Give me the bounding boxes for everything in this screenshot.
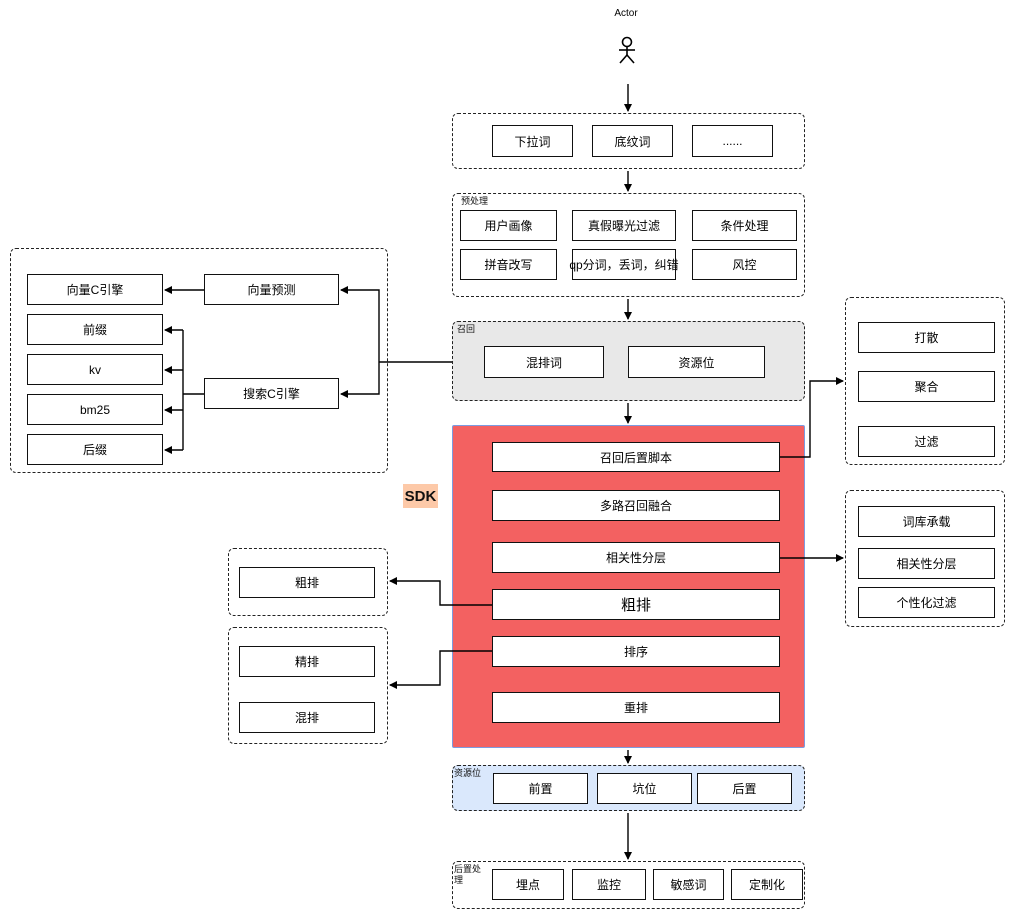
postprocess-group	[452, 861, 805, 909]
recall-title: 召回	[457, 324, 476, 334]
postprocess-sensitive-words[interactable]: 敏感词	[653, 869, 724, 900]
post-script-filter[interactable]: 过滤	[858, 426, 995, 457]
relevance-lexicon[interactable]: 词库承载	[858, 506, 995, 537]
sdk-rank[interactable]: 排序	[492, 636, 780, 667]
entry-more[interactable]: ......	[692, 125, 773, 157]
entry-dropdown-words[interactable]: 下拉词	[492, 125, 573, 157]
prefix-engine[interactable]: 前缀	[27, 314, 163, 345]
sdk-recall-post-script[interactable]: 召回后置脚本	[492, 442, 780, 472]
fine-rank-item[interactable]: 精排	[239, 646, 375, 677]
actor-icon	[615, 36, 639, 66]
preprocess-condition[interactable]: 条件处理	[692, 210, 797, 241]
postprocess-tracking[interactable]: 埋点	[492, 869, 564, 900]
entry-shading-words[interactable]: 底纹词	[592, 125, 673, 157]
vector-c-engine[interactable]: 向量C引擎	[27, 274, 163, 305]
recall-resource-slot[interactable]: 资源位	[628, 346, 765, 378]
preprocess-title: 预处理	[461, 196, 489, 206]
post-script-scatter[interactable]: 打散	[858, 322, 995, 353]
relevance-personal-filter[interactable]: 个性化过滤	[858, 587, 995, 618]
post-script-aggregate[interactable]: 聚合	[858, 371, 995, 402]
coarse-rank-group	[228, 548, 388, 616]
search-c-engine[interactable]: 搜索C引擎	[204, 378, 339, 409]
recall-mixed-words[interactable]: 混排词	[484, 346, 604, 378]
bm25-engine[interactable]: bm25	[27, 394, 163, 425]
postprocess-monitor[interactable]: 监控	[572, 869, 646, 900]
vector-predict[interactable]: 向量预测	[204, 274, 339, 305]
sdk-rerank[interactable]: 重排	[492, 692, 780, 723]
entry-group	[452, 113, 805, 169]
engine-group	[10, 248, 388, 473]
resource-slot[interactable]: 坑位	[597, 773, 692, 804]
postprocess-title: 后置处理	[454, 864, 482, 885]
sdk-label: SDK	[403, 484, 438, 508]
resource-front[interactable]: 前置	[493, 773, 588, 804]
resource-back[interactable]: 后置	[697, 773, 792, 804]
post-script-group	[845, 297, 1005, 465]
preprocess-risk-control[interactable]: 风控	[692, 249, 797, 280]
mixed-rank-item[interactable]: 混排	[239, 702, 375, 733]
postprocess-customize[interactable]: 定制化	[731, 869, 803, 900]
resource-title: 资源位	[454, 768, 482, 778]
preprocess-user-profile[interactable]: 用户画像	[460, 210, 557, 241]
preprocess-group	[452, 193, 805, 297]
suffix-engine[interactable]: 后缀	[27, 434, 163, 465]
sdk-coarse-rank[interactable]: 粗排	[492, 589, 780, 620]
relevance-group	[845, 490, 1005, 627]
sdk-multi-recall-fusion[interactable]: 多路召回融合	[492, 490, 780, 521]
preprocess-qp-segmentation[interactable]: qp分词，丢词，纠错	[569, 249, 679, 280]
coarse-rank-item[interactable]: 粗排	[239, 567, 375, 598]
preprocess-exposure-filter[interactable]: 真假曝光过滤	[572, 210, 676, 241]
relevance-layering[interactable]: 相关性分层	[858, 548, 995, 579]
rank-group	[228, 627, 388, 744]
actor-label: Actor	[614, 8, 638, 19]
preprocess-pinyin-rewrite[interactable]: 拼音改写	[460, 249, 557, 280]
sdk-relevance-layering[interactable]: 相关性分层	[492, 542, 780, 573]
kv-engine[interactable]: kv	[27, 354, 163, 385]
